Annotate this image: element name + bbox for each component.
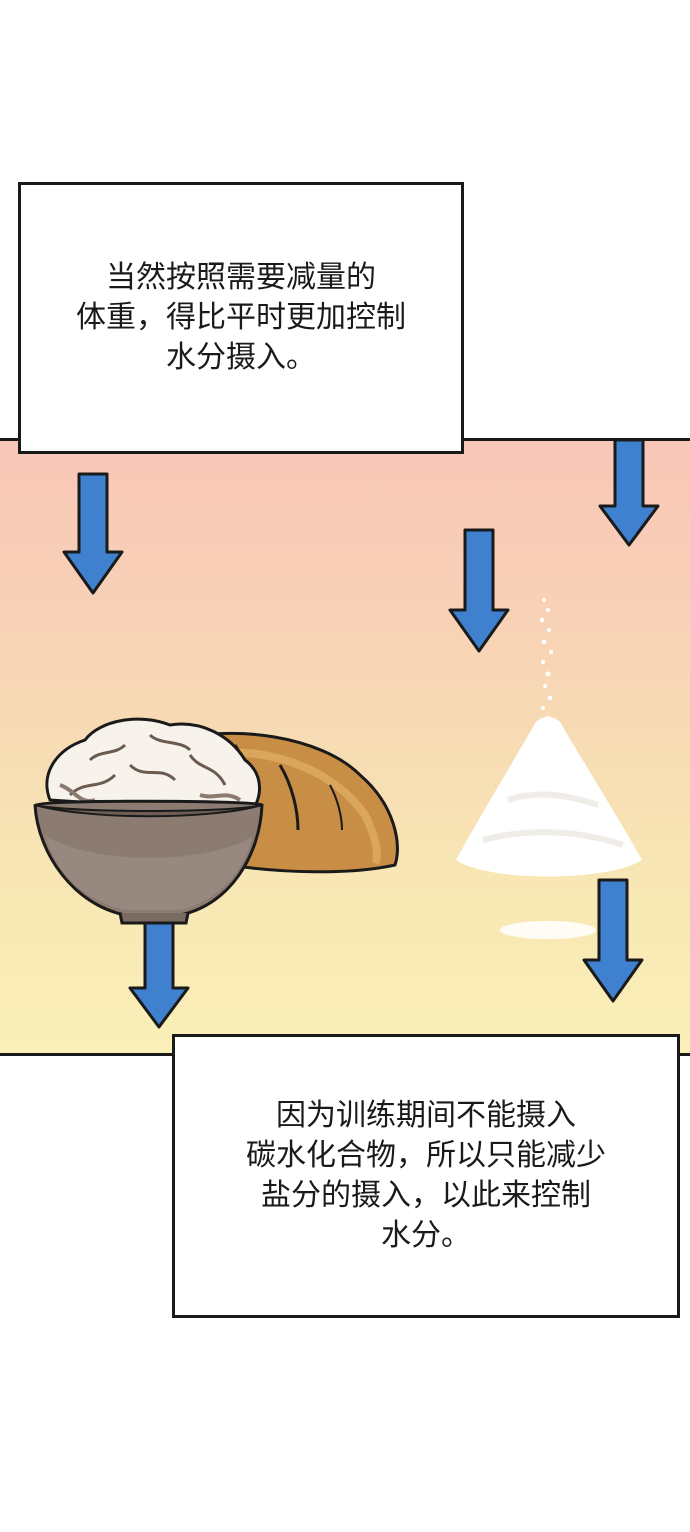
down-arrow-icon [598, 440, 660, 547]
down-arrow-icon [448, 528, 510, 653]
rice-bowl-and-bread-illustration [33, 717, 399, 925]
down-arrow-icon [582, 878, 644, 1003]
down-arrow-icon [62, 472, 124, 595]
down-arrow-icon [128, 918, 190, 1029]
salt-stream-icon [539, 598, 553, 721]
salt-pile-illustration [456, 598, 642, 939]
caption-text-top: 当然按照需要减量的 体重，得比平时更加控制 水分摄入。 [76, 260, 406, 375]
bowl-icon [33, 799, 264, 925]
caption-box-bottom: 因为训练期间不能摄入 碳水化合物，所以只能减少 盐分的摄入，以此来控制 水分。 [172, 1034, 680, 1318]
caption-text-bottom: 因为训练期间不能摄入 碳水化合物，所以只能减少 盐分的摄入，以此来控制 水分。 [246, 1098, 606, 1253]
salt-pile-icon [456, 716, 642, 939]
rice-icon [45, 717, 261, 815]
caption-box-top: 当然按照需要减量的 体重，得比平时更加控制 水分摄入。 [18, 182, 464, 454]
